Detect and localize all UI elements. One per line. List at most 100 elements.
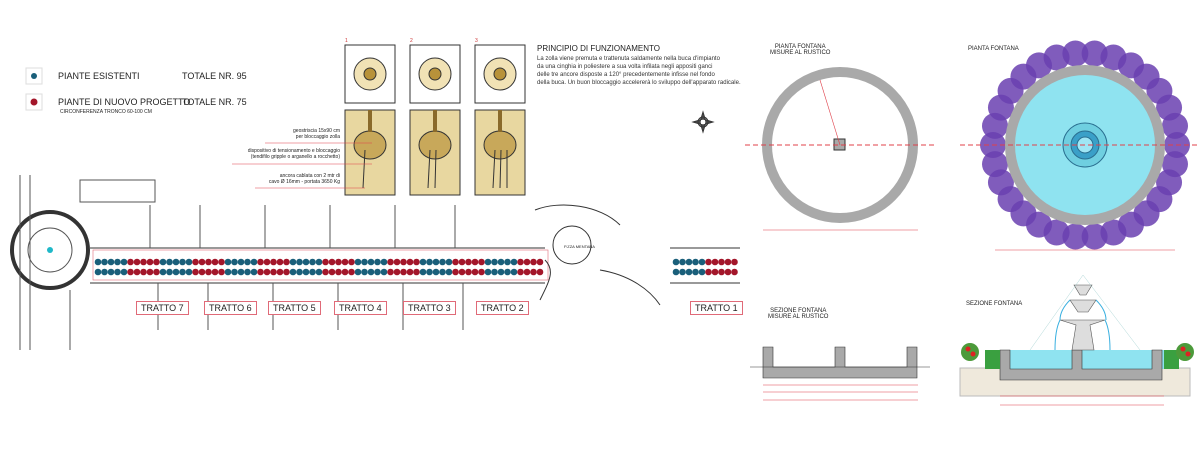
step-top-box [344, 44, 396, 104]
tree [146, 258, 154, 266]
tree [270, 268, 277, 276]
title-line: MISURE AL RUSTICO [770, 50, 831, 56]
tree [257, 258, 264, 266]
roundabout-inner [27, 227, 73, 273]
anchor-cable [362, 149, 366, 189]
legend-new-total: TOTALE NR. 75 [182, 97, 247, 107]
tree [101, 258, 108, 266]
tree [114, 258, 121, 266]
tree [471, 258, 479, 266]
title-line: SEZIONE FONTANA [770, 308, 827, 314]
spray-line [1029, 274, 1084, 351]
section-rustic-shape [762, 346, 918, 379]
tree [692, 268, 699, 276]
tree [289, 268, 297, 276]
tree [263, 258, 271, 266]
existing-tree-icon [31, 73, 37, 79]
tree [341, 268, 349, 276]
legend-existing-total: TOTALE NR. 95 [182, 71, 247, 81]
tree [361, 258, 368, 266]
shrub [961, 343, 979, 361]
tree [491, 268, 498, 276]
tree [172, 258, 180, 266]
callout-line: geostriscia 15x90 cm [293, 128, 340, 134]
tree [517, 268, 524, 276]
tree [192, 268, 199, 276]
tree [276, 258, 284, 266]
trunk [433, 110, 437, 132]
tratto-5-label: TRATTO 5 [268, 301, 321, 315]
tree [718, 258, 725, 266]
step-label: 3 [475, 38, 478, 44]
tree [724, 268, 732, 276]
tree [510, 258, 518, 266]
road-curves [534, 204, 661, 306]
tree [679, 258, 686, 266]
tree [159, 258, 167, 266]
tree [484, 268, 492, 276]
root-ball [353, 130, 387, 160]
callout-line: per bloccaggio zolla [295, 134, 340, 140]
tree [192, 258, 199, 266]
tree [380, 268, 388, 276]
tree [153, 258, 160, 266]
tree [244, 258, 251, 266]
tree [367, 258, 375, 266]
tree [250, 268, 258, 276]
tree [315, 258, 323, 266]
tratto-7-label: TRATTO 7 [136, 301, 189, 315]
shrub [1176, 343, 1194, 361]
tree [159, 268, 167, 276]
tree [698, 268, 706, 276]
tree [530, 258, 537, 266]
root-ball [418, 130, 452, 160]
trunk-top [493, 67, 507, 81]
flower [1180, 346, 1186, 352]
tree [465, 258, 472, 266]
tree [439, 258, 446, 266]
tree [458, 258, 466, 266]
tree [315, 268, 323, 276]
tree [711, 258, 719, 266]
tree [322, 268, 329, 276]
tree [348, 268, 355, 276]
trunk-top [428, 67, 442, 81]
anchor-cable [499, 149, 502, 189]
tratto-2-label: TRATTO 2 [476, 301, 529, 315]
tree [237, 268, 245, 276]
building [79, 179, 156, 203]
tree [250, 258, 258, 266]
tree [419, 268, 427, 276]
tree [218, 258, 225, 266]
new-tree-icon [30, 98, 38, 106]
tree [172, 268, 180, 276]
tree [530, 268, 537, 276]
anchoring-steps [232, 44, 526, 196]
tree [146, 268, 154, 276]
tree [400, 258, 407, 266]
tree [120, 268, 128, 276]
tree [491, 258, 498, 266]
tree [458, 268, 466, 276]
tree [205, 258, 212, 266]
tree [153, 268, 160, 276]
tree [523, 258, 531, 266]
tree [426, 258, 433, 266]
tree [309, 258, 316, 266]
tree [179, 268, 186, 276]
tree [224, 268, 232, 276]
tree [185, 258, 193, 266]
street-plan [10, 175, 740, 350]
tree [711, 268, 719, 276]
tree [439, 268, 446, 276]
spray-line [1082, 274, 1141, 351]
tree [276, 268, 284, 276]
trunk-top [363, 67, 377, 81]
tree [198, 258, 206, 266]
tree [231, 268, 238, 276]
legend-existing-label: PIANTE ESISTENTI [58, 71, 140, 81]
tree [672, 268, 680, 276]
tree [387, 258, 394, 266]
